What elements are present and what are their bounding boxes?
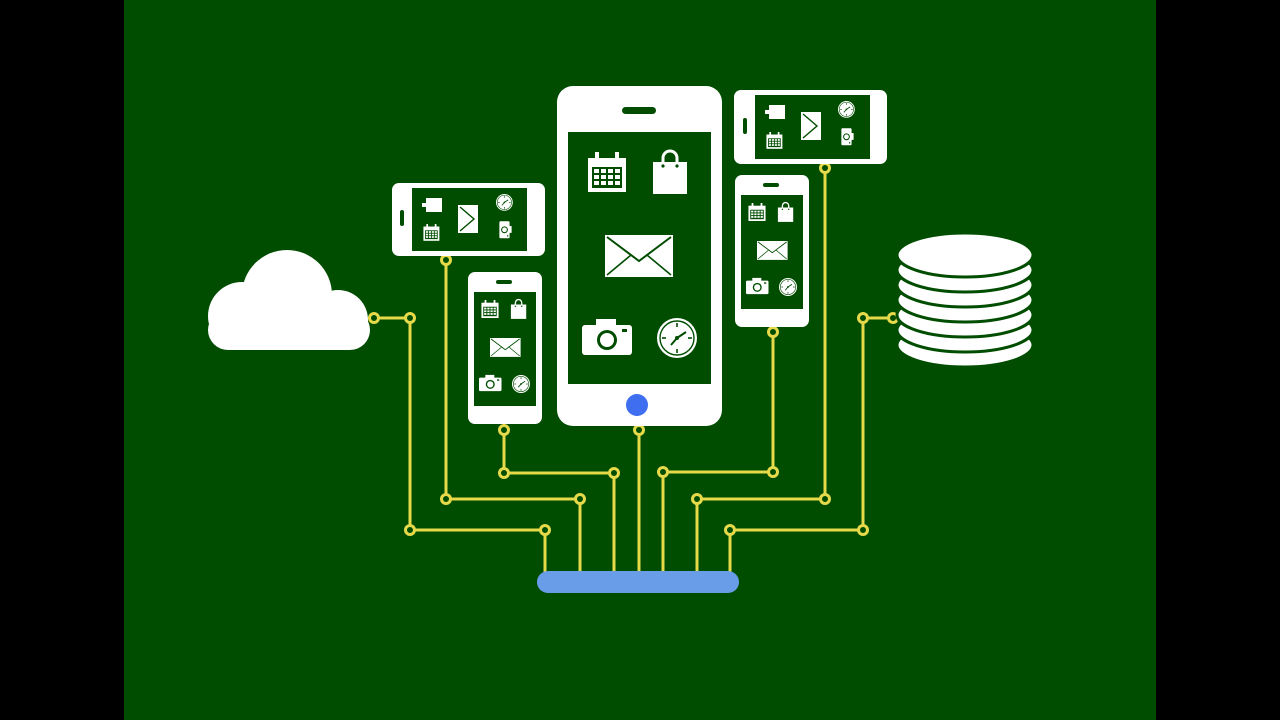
calendar-icon xyxy=(766,132,783,149)
calendar-icon xyxy=(481,300,499,318)
cloud-icon xyxy=(208,250,370,350)
center-phone xyxy=(557,86,722,426)
circuit-lines xyxy=(374,168,893,572)
clock-icon xyxy=(511,374,531,394)
letterbox-right xyxy=(1156,0,1280,720)
mail-icon xyxy=(489,337,522,358)
left-landscape-phone xyxy=(392,183,545,256)
home-button xyxy=(626,394,648,416)
clock-icon xyxy=(656,317,698,359)
network-illustration xyxy=(124,0,1156,720)
calendar-icon xyxy=(423,224,440,241)
mail-icon xyxy=(457,204,479,234)
mail-icon xyxy=(756,240,789,261)
small-right-phone xyxy=(735,175,809,327)
speaker-slot xyxy=(622,107,656,114)
letterbox-left xyxy=(0,0,124,720)
right-landscape-phone xyxy=(734,90,887,164)
mail-icon xyxy=(800,111,822,141)
hub-bar xyxy=(537,571,739,593)
database-icon xyxy=(895,231,1035,369)
clock-icon xyxy=(837,100,856,119)
illustration-panel xyxy=(124,0,1156,720)
calendar-icon xyxy=(588,152,626,192)
small-left-phone xyxy=(468,272,542,424)
clock-icon xyxy=(778,277,798,297)
mail-icon xyxy=(604,234,674,278)
clock-icon xyxy=(495,193,514,212)
